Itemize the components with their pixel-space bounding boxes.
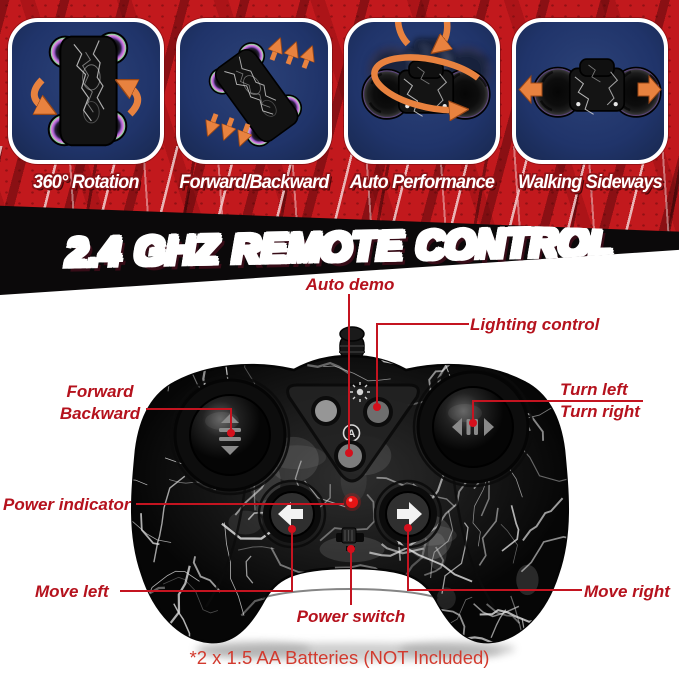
callout-dot [404,524,412,532]
callout-line [291,533,293,592]
right-joystick [416,370,530,484]
mode-panel-auto-performance [344,18,500,164]
loop-arrow-icon [394,22,447,48]
callout-dot [345,449,353,457]
callout-dot [347,545,355,553]
callout-line [136,503,344,505]
orbit-arrow-icon [371,54,481,110]
callout-line [146,408,232,410]
svg-text:A: A [348,428,356,440]
sideways-left-arrow-icon [518,74,543,105]
mode-label-auto-performance: Auto Performance [349,172,495,193]
callout-line [348,294,350,450]
callout-line [407,532,409,591]
mode-panel-forward-backward [176,18,332,164]
callout-lighting-control: Lighting control [470,315,600,334]
left-right-arrows-icon [452,418,494,436]
callout-line [350,549,352,605]
backward-arrows-icon [210,113,248,140]
right-arrow-icon [397,502,422,526]
callout-turn-left-right: Turn left Turn right [560,380,640,421]
callout-line [473,400,643,402]
callout-move-left: Move left [35,582,109,601]
callout-move-right: Move right [584,582,670,601]
callout-power-switch: Power switch [296,607,406,626]
left-arrow-icon [278,502,303,526]
callout-dot [373,403,381,411]
callout-dot [469,419,477,427]
auto-icon: A [342,424,361,442]
callout-line [376,323,378,405]
left-function-button [315,400,337,422]
lighting-button [367,401,389,423]
mode-label-forward-backward: Forward/Backward [179,172,329,193]
car-sideways-illustration [518,57,663,119]
car-auto-performance-illustration [360,22,493,160]
move-right-button [379,485,437,543]
mode-panel-walking-sideways [512,18,668,164]
rotation-arrow-left-icon [30,77,48,110]
car-forward-backward-illustration [201,22,328,152]
sun-icon [350,382,370,402]
callout-auto-demo: Auto demo [305,275,395,294]
mode-label-360-rotation: 360° Rotation [33,172,139,193]
mode-label-walking-sideways: Walking Sideways [517,172,663,193]
callout-line [120,590,293,592]
callout-line [230,408,232,432]
mode-panel-360-rotation [8,18,164,164]
callout-forward-backward: Forward Backward [59,382,141,423]
rotation-arrow-right-icon [124,84,142,117]
power-switch-knob [336,527,364,551]
battery-note: *2 x 1.5 AA Batteries (NOT Included) [189,647,490,668]
callout-line [408,589,582,591]
power-led [346,496,358,508]
callout-line [472,400,474,420]
callout-power-indicator: Power indicator [3,495,131,514]
sideways-right-arrow-icon [637,74,662,105]
modes-banner: 360° Rotation Forward/Backward Auto Perf… [0,0,679,236]
callout-dot [227,429,235,437]
forward-arrows-icon [272,44,310,69]
callout-line [377,323,469,325]
callout-dot [288,525,296,533]
car-360-illustration [30,31,142,147]
